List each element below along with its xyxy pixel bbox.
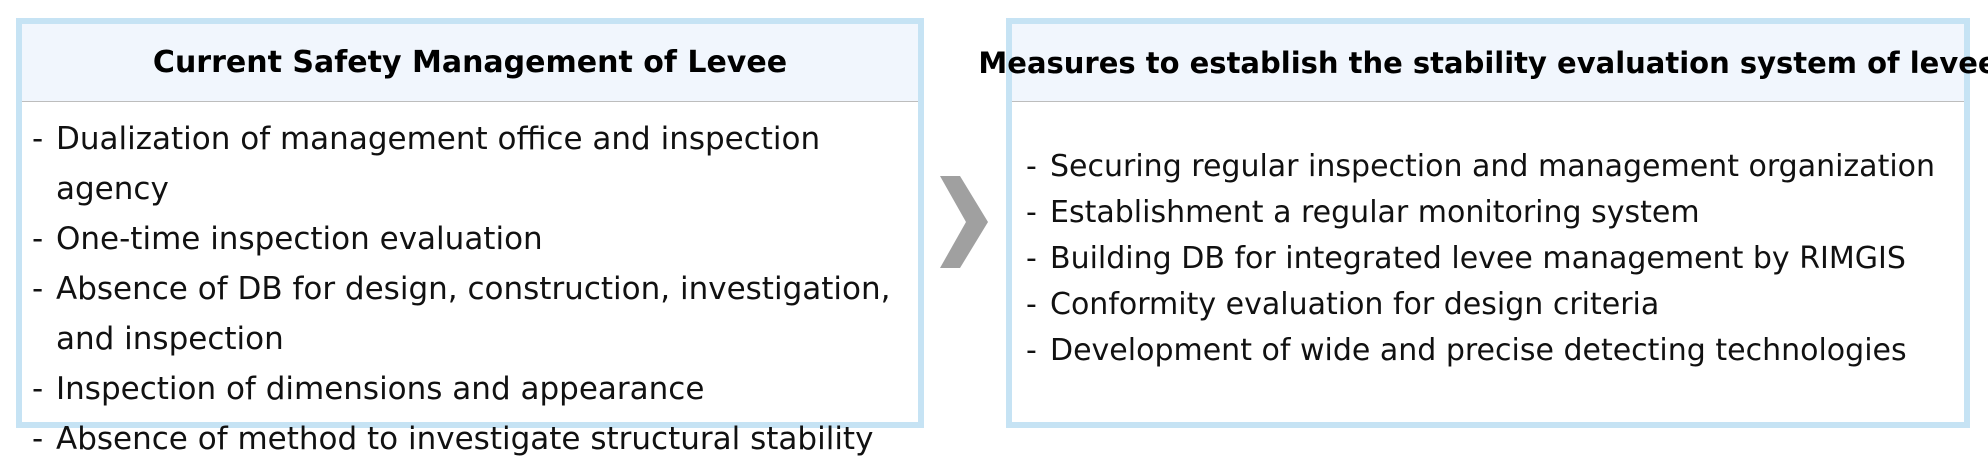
- current-safety-panel: Current Safety Management of Levee -Dual…: [16, 18, 924, 457]
- bullet-dash: -: [1026, 195, 1037, 230]
- list-item: -Building DB for integrated levee manage…: [1026, 236, 1952, 282]
- list-item: -Absence of DB for design, construction,…: [32, 264, 906, 364]
- bullet-dash: -: [32, 371, 44, 407]
- stability-measures-body: -Securing regular inspection and managem…: [1012, 102, 1964, 422]
- bullet-dash: -: [32, 121, 44, 157]
- list-item-text: Absence of method to investigate structu…: [56, 421, 874, 457]
- list-item: -Inspection of dimensions and appearance: [32, 364, 906, 414]
- list-item-text: Conformity evaluation for design criteri…: [1050, 287, 1660, 322]
- list-item-text: Development of wide and precise detectin…: [1050, 333, 1907, 368]
- bullet-dash: -: [1026, 333, 1037, 368]
- list-item-text: Absence of DB for design, construction, …: [56, 271, 891, 357]
- stability-measures-list: -Securing regular inspection and managem…: [1026, 144, 1952, 374]
- list-item: -Absence of method to investigate struct…: [32, 414, 906, 464]
- bullet-dash: -: [32, 421, 44, 457]
- stability-measures-panel: Measures to establish the stability eval…: [978, 18, 1988, 428]
- current-safety-title: Current Safety Management of Levee: [152, 45, 788, 80]
- list-item: -Securing regular inspection and managem…: [1026, 144, 1952, 190]
- list-item: -Development of wide and precise detecti…: [1026, 328, 1952, 374]
- list-item-text: Building DB for integrated levee managem…: [1050, 241, 1906, 276]
- list-item: -One-time inspection evaluation: [32, 214, 906, 264]
- bullet-dash: -: [32, 271, 44, 307]
- list-item: -Conformity evaluation for design criter…: [1026, 282, 1952, 328]
- bullet-dash: -: [1026, 287, 1037, 322]
- right-arrow-shape: [940, 176, 988, 268]
- current-safety-body: -Dualization of management office and in…: [22, 102, 918, 457]
- list-item-text: Establishment a regular monitoring syste…: [1050, 195, 1700, 230]
- current-safety-list: -Dualization of management office and in…: [32, 114, 906, 464]
- bullet-dash: -: [1026, 241, 1037, 276]
- list-item-text: Inspection of dimensions and appearance: [56, 371, 705, 407]
- stability-measures-title: Measures to establish the stability eval…: [978, 45, 1988, 80]
- bullet-dash: -: [32, 221, 44, 257]
- list-item: -Establishment a regular monitoring syst…: [1026, 190, 1952, 236]
- current-safety-header: Current Safety Management of Levee: [22, 24, 918, 102]
- list-item-text: Dualization of management office and ins…: [56, 121, 821, 207]
- right-arrow-icon: [940, 176, 988, 268]
- list-item-text: Securing regular inspection and manageme…: [1050, 149, 1936, 184]
- stability-measures-header: Measures to establish the stability eval…: [978, 24, 1988, 102]
- list-item: -Dualization of management office and in…: [32, 114, 906, 214]
- bullet-dash: -: [1026, 149, 1037, 184]
- list-item-text: One-time inspection evaluation: [56, 221, 543, 257]
